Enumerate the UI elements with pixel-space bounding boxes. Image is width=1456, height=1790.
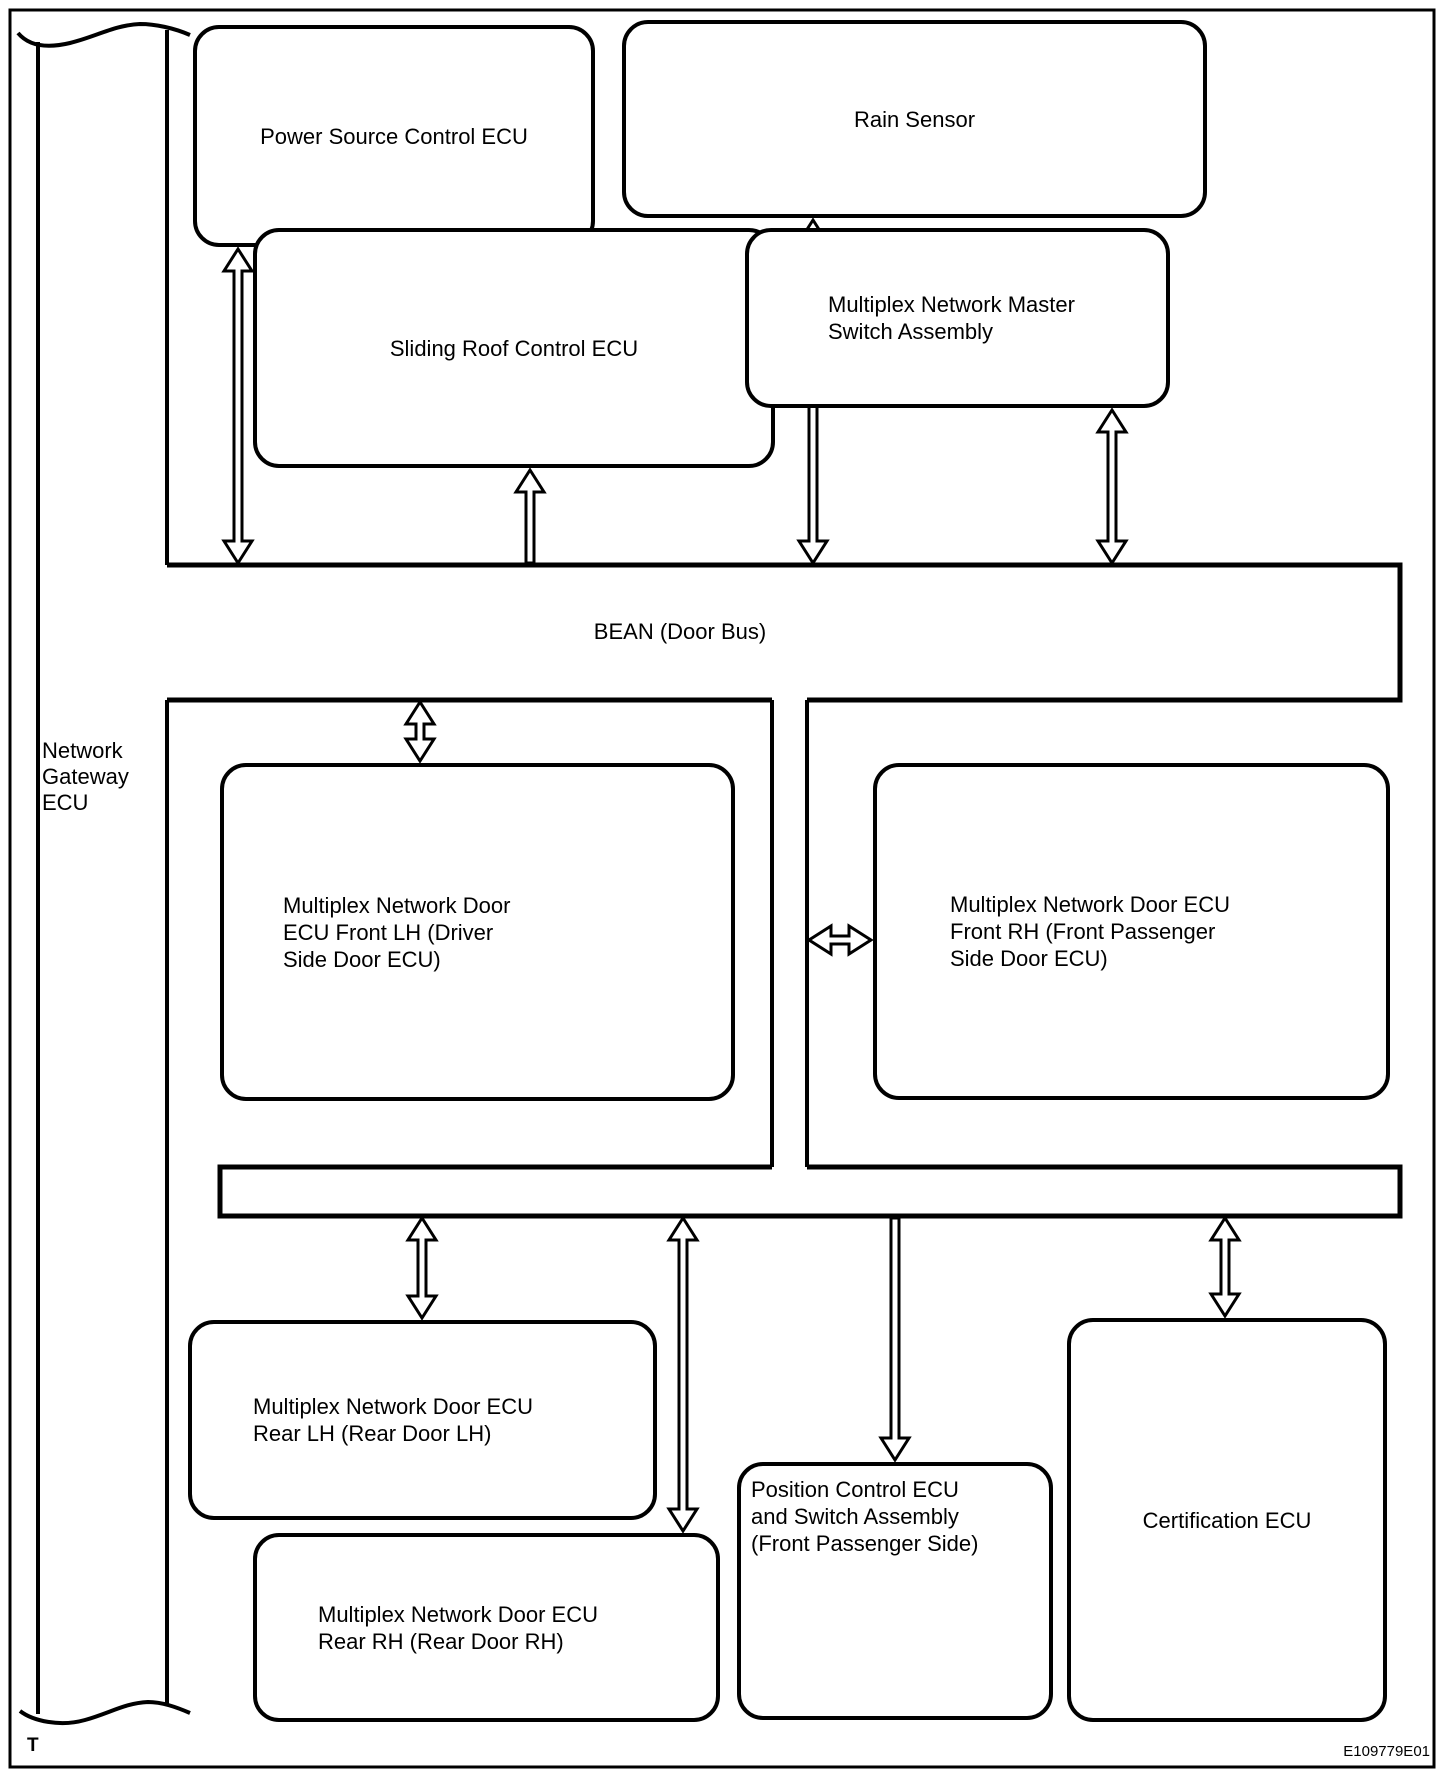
bean-door-bus-label: BEAN (Door Bus) <box>593 619 767 644</box>
node-label: Multiplex Network Door ECU Rear LH (Rear… <box>253 1393 533 1447</box>
node-label: Position Control ECU and Switch Assembly… <box>751 1466 978 1557</box>
node-label-line: Position Control ECU <box>751 1477 959 1502</box>
gateway-label-line: ECU <box>42 790 89 815</box>
arrow-bus-to-certification <box>1208 1215 1242 1319</box>
node-label: Multiplex Network Master Switch Assembly <box>828 291 1075 345</box>
node-multiplex-network-door-ecu-front-lh: Multiplex Network Door ECU Front LH (Dri… <box>220 763 735 1101</box>
node-multiplex-network-door-ecu-rear-lh: Multiplex Network Door ECU Rear LH (Rear… <box>188 1320 657 1520</box>
node-label-line: Multiplex Network Door ECU <box>318 1601 598 1627</box>
arrow-bus-to-rear-rh <box>666 1215 700 1534</box>
node-label-line: Multiplex Network Door <box>283 892 511 918</box>
node-label: Multiplex Network Door ECU Front LH (Dri… <box>283 892 510 973</box>
node-label: Rain Sensor <box>853 106 976 132</box>
node-label-line: Multiplex Network Door ECU <box>950 892 1230 917</box>
node-power-source-control-ecu: Power Source Control ECU <box>193 25 595 247</box>
arrow-bus-to-rear-lh <box>405 1215 439 1321</box>
arrow-master-switch-to-bus <box>1095 407 1129 566</box>
node-label: Certification ECU <box>1142 1507 1312 1533</box>
node-label: Multiplex Network Door ECU Rear RH (Rear… <box>318 1601 598 1655</box>
node-label-line: Side Door ECU) <box>283 946 441 972</box>
node-label-line: (Front Passenger Side) <box>751 1531 979 1556</box>
node-multiplex-network-door-ecu-rear-rh: Multiplex Network Door ECU Rear RH (Rear… <box>253 1533 720 1722</box>
node-certification-ecu: Certification ECU <box>1067 1318 1387 1722</box>
node-label-line: Front RH (Front Passenger <box>950 919 1216 944</box>
node-label-line: Multiplex Network Door ECU <box>253 1394 533 1419</box>
node-label-line: Rear RH (Rear Door RH) <box>318 1628 564 1654</box>
node-multiplex-network-door-ecu-front-rh: Multiplex Network Door ECU Front RH (Fro… <box>873 763 1390 1100</box>
node-label-line: ECU Front LH (Driver <box>283 919 494 945</box>
arrow-bus-to-sliding-roof <box>513 467 547 565</box>
lower-bus-bar <box>217 1164 1403 1219</box>
node-label: Sliding Roof Control ECU <box>389 335 639 361</box>
gateway-bar-torn-top-edge <box>16 21 191 48</box>
node-label: Power Source Control ECU <box>260 123 528 149</box>
arrow-bus-to-position-control <box>878 1216 912 1463</box>
bus-trunk-channel <box>770 700 809 1167</box>
corner-mark-label: T <box>27 1735 39 1756</box>
node-rain-sensor: Rain Sensor <box>622 20 1207 218</box>
arrow-bus-to-front-lh <box>403 699 437 764</box>
gateway-label-line: Gateway <box>42 764 129 789</box>
node-multiplex-network-master-switch-assembly: Multiplex Network Master Switch Assembly <box>745 228 1170 408</box>
gateway-label-line: Network <box>42 738 123 763</box>
arrow-trunk-to-front-rh <box>806 923 874 957</box>
node-position-control-ecu-and-switch-assembly: Position Control ECU and Switch Assembly… <box>737 1462 1053 1720</box>
arrow-power-source-to-bus <box>221 246 255 566</box>
node-sliding-roof-control-ecu: Sliding Roof Control ECU <box>253 228 775 468</box>
figure-border <box>8 8 1436 1769</box>
node-label-line: Switch Assembly <box>828 319 994 344</box>
node-label-line: Side Door ECU) <box>950 946 1108 971</box>
node-label-line: Multiplex Network Master <box>828 292 1075 317</box>
gateway-bar-torn-bottom-edge <box>18 1699 191 1725</box>
figure-code-label: E109779E01 <box>1343 1743 1430 1760</box>
node-label: Multiplex Network Door ECU Front RH (Fro… <box>950 891 1230 972</box>
node-label-line: Rear LH (Rear Door LH) <box>253 1421 492 1446</box>
network-gateway-ecu-label: Network Gateway ECU <box>42 738 129 816</box>
node-label-line: and Switch Assembly <box>751 1504 959 1529</box>
bean-bus-band <box>167 562 1403 703</box>
